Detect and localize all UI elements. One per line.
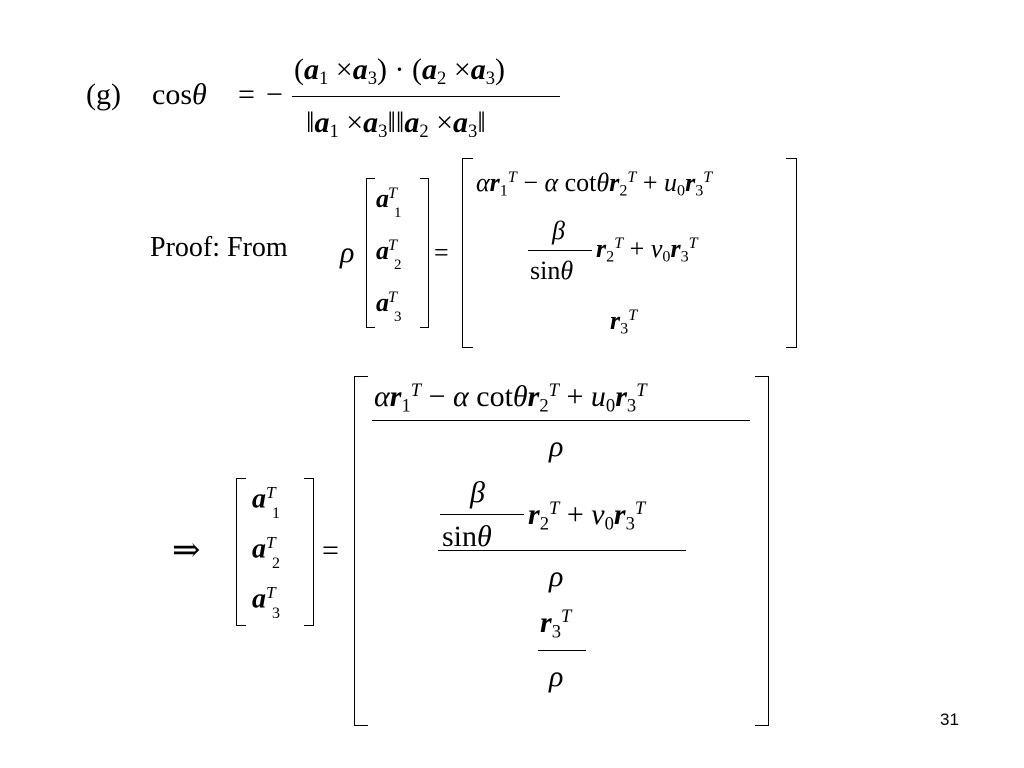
vector-a2-sub: 2 xyxy=(394,257,402,273)
vector-a3: aT xyxy=(376,288,397,317)
row3-numerator: r3T xyxy=(540,606,572,643)
fraction-bar xyxy=(292,96,560,97)
implies-arrow: ⇒ xyxy=(172,532,201,569)
row2-terms: r2T + v0r3T xyxy=(596,234,698,266)
denominator: ‖a1 ×a3‖‖a2 ×a3‖ xyxy=(306,106,486,143)
fraction-bar xyxy=(440,514,524,515)
left-bracket xyxy=(236,478,246,626)
vector-a1-sub: 1 xyxy=(272,505,280,522)
minus-sign: − xyxy=(266,78,283,111)
vector-a3-sub: 3 xyxy=(394,309,402,325)
vector-a2: aT xyxy=(376,236,397,265)
left-bracket xyxy=(462,158,473,348)
left-bracket xyxy=(354,376,368,726)
equals-sign: = xyxy=(322,534,339,567)
sin-theta: sinθ xyxy=(530,256,574,285)
proof-text: Proof: From xyxy=(150,232,288,263)
vector-a2: aT xyxy=(252,533,276,565)
rho-symbol: ρ xyxy=(549,660,564,693)
row3: r3T xyxy=(610,306,638,338)
sin-theta: sinθ xyxy=(442,520,492,553)
fraction-bar xyxy=(528,250,592,251)
right-bracket xyxy=(420,178,429,328)
left-bracket xyxy=(366,178,375,328)
equals-sign: = xyxy=(434,238,449,267)
vector-a1-sub: 1 xyxy=(394,205,402,221)
cos-theta: cosθ xyxy=(152,78,207,111)
vector-a3-sub: 3 xyxy=(272,605,280,622)
part-label: (g) xyxy=(86,78,121,111)
page-number: 31 xyxy=(940,710,959,729)
rho-symbol: ρ xyxy=(549,560,564,593)
row2-terms: r2T + v0r3T xyxy=(528,498,646,535)
row1-numerator: αr1T − α cotθr2T + u0r3T xyxy=(374,380,647,417)
rho-symbol: ρ xyxy=(549,430,564,463)
numerator: (a1 ×a3) · (a2 ×a3) xyxy=(294,53,506,90)
rho-symbol: ρ xyxy=(340,236,355,269)
equals-sign: = xyxy=(238,78,255,111)
vector-a1: aT xyxy=(376,184,397,213)
right-bracket xyxy=(755,376,769,726)
fraction-bar xyxy=(438,550,686,551)
fraction-bar xyxy=(538,650,586,651)
row1: αr1T − α cotθr2T + u0r3T xyxy=(476,168,713,200)
vector-a3: aT xyxy=(252,583,276,615)
vector-a2-sub: 2 xyxy=(272,555,280,572)
beta-symbol: β xyxy=(470,476,485,509)
fraction-bar xyxy=(372,420,750,421)
right-bracket xyxy=(304,478,314,626)
vector-a1: aT xyxy=(252,483,276,515)
beta-symbol: β xyxy=(552,216,565,245)
right-bracket xyxy=(786,158,797,348)
